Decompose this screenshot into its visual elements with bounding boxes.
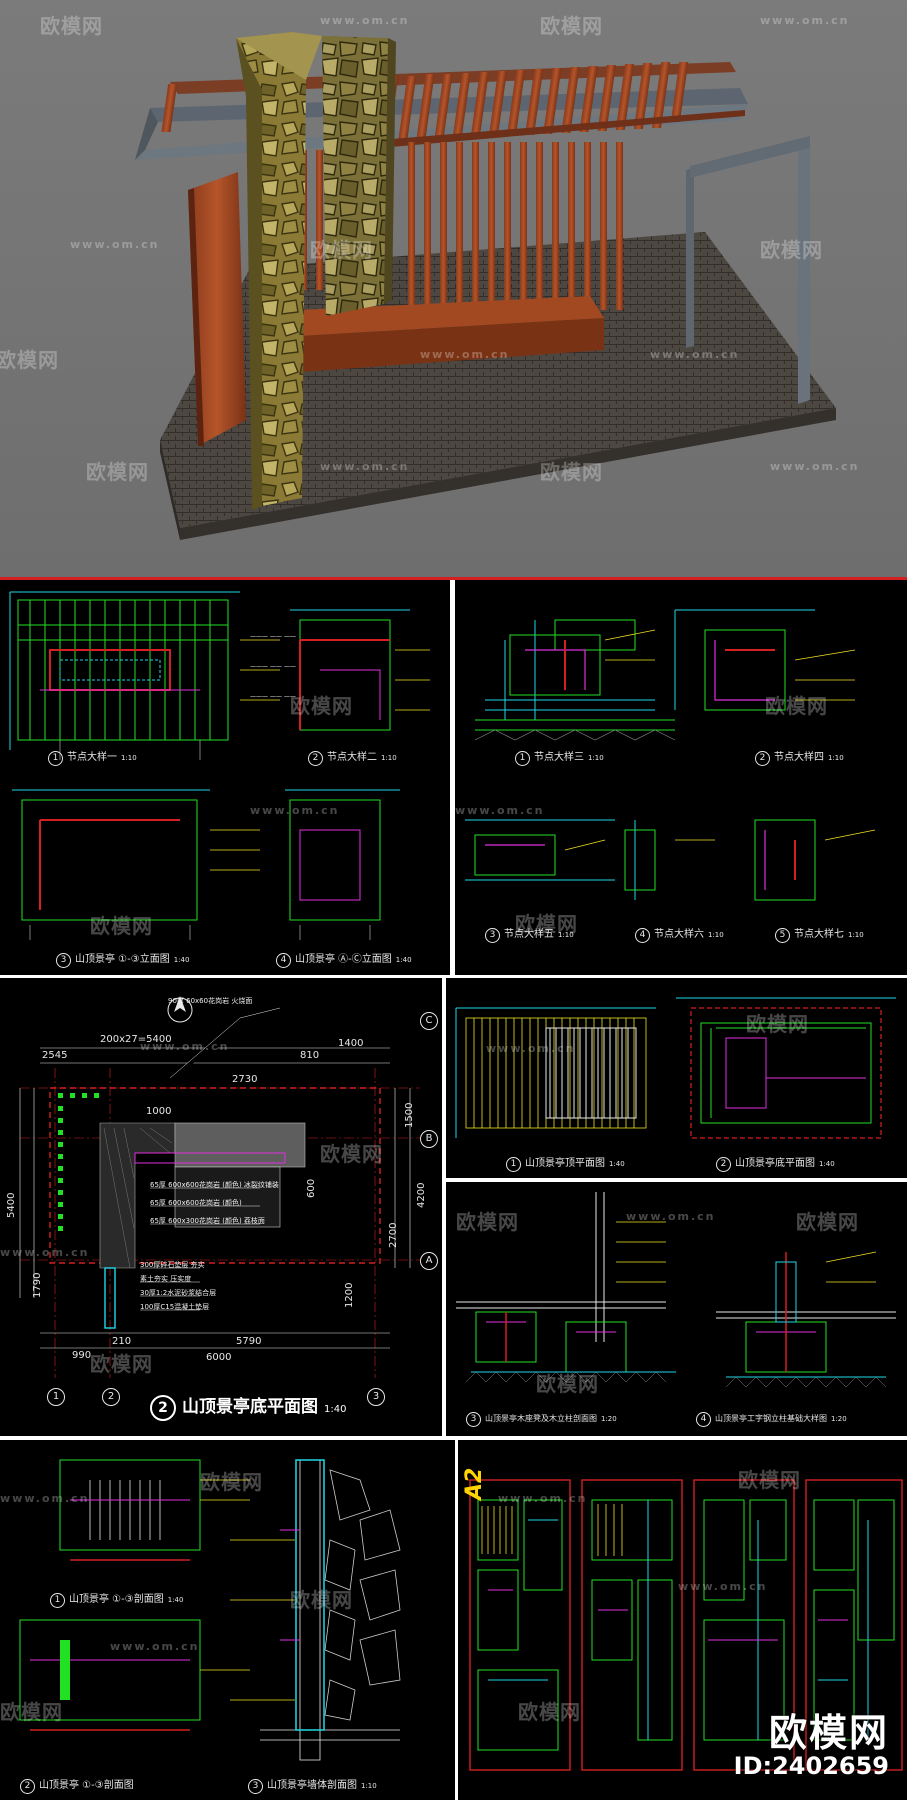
dim-top-e: 1000 xyxy=(146,1106,172,1117)
grid-bubble-3: 3 xyxy=(367,1388,385,1406)
dim-right-b: 4200 xyxy=(416,1182,427,1208)
timber-bench-top xyxy=(300,296,604,336)
plan-note-1: 90厚 60x60花岗岩 火烧面 xyxy=(168,997,253,1005)
dim-bottom-d: 1200 xyxy=(344,1282,355,1308)
render-canvas xyxy=(135,32,836,540)
timber-vertical-slats xyxy=(300,142,623,310)
pavilion-3d-render: 欧模网 www.om.cn 欧模网 www.om.cn www.om.cn 欧模… xyxy=(0,0,907,577)
steel-column-right xyxy=(798,136,810,404)
dim-mid-b: 600 xyxy=(306,1178,317,1198)
timber-bench-front xyxy=(300,318,604,372)
grid-bubble-1: 1 xyxy=(47,1388,65,1406)
dim-mid-a: 1790 xyxy=(32,1272,43,1298)
divider xyxy=(446,1178,907,1182)
brand-model-id: ID:2402659 xyxy=(733,1752,889,1780)
dim-bottom-e: 6000 xyxy=(206,1352,232,1363)
plan-note-7: 30厚1:2水泥砂浆结合层 xyxy=(140,1289,217,1297)
plan-note-3: 65厚 600x600花岗岩 (颜色) xyxy=(150,1199,242,1207)
paving-slab-edge xyxy=(180,408,836,540)
dim-bottom-a: 990 xyxy=(72,1350,92,1361)
dim-right-a: 1500 xyxy=(404,1102,415,1128)
plan-note-8: 100厚C15混凝土垫层 xyxy=(140,1303,210,1311)
dim-right-c: 2700 xyxy=(388,1222,399,1248)
dim-top-c: 1400 xyxy=(338,1038,364,1049)
divider xyxy=(0,975,907,978)
floor-plan-sheet: 200x27=5400 2545 810 1400 2730 1000 1500… xyxy=(0,978,442,1436)
dim-top-a: 2545 xyxy=(42,1050,68,1061)
sheet-divider xyxy=(0,577,907,580)
timber-wall-left xyxy=(188,172,246,446)
svg-text:——— —— ——: ——— —— —— xyxy=(250,693,296,700)
timber-roof-slats xyxy=(161,62,745,148)
grid-bubble-c: C xyxy=(420,1012,438,1030)
grid-bubble-a: A xyxy=(420,1252,438,1270)
dim-bottom-c: 5790 xyxy=(236,1336,262,1347)
brand-logo-text: 欧模网 xyxy=(768,1711,889,1755)
divider xyxy=(455,1440,458,1800)
dim-left-total: 5400 xyxy=(6,1192,17,1218)
dim-top-b: 810 xyxy=(300,1050,320,1061)
stone-wall-rear xyxy=(322,36,388,316)
svg-text:——— —— ——: ——— —— —— xyxy=(250,663,296,670)
grid-bubble-2: 2 xyxy=(102,1388,120,1406)
plan-note-4: 65厚 600x300花岗岩 (颜色) 荔枝面 xyxy=(150,1217,265,1225)
stone-wall-front xyxy=(236,32,306,506)
plan-note-2: 65厚 600x600花岗岩 (颜色) 冰裂纹铺装 xyxy=(150,1181,279,1189)
dim-bottom-b: 210 xyxy=(112,1336,132,1347)
sheet-code: A2 xyxy=(462,1467,487,1500)
plan-note-6: 素土夯实 压实度 xyxy=(140,1275,192,1283)
plan-note-5: 300厚碎石垫层 夯实 xyxy=(140,1261,205,1269)
divider xyxy=(442,978,446,1440)
dim-top-d: 2730 xyxy=(232,1074,258,1085)
divider xyxy=(450,580,455,975)
divider xyxy=(0,1436,907,1440)
grid-bubble-b: B xyxy=(420,1130,438,1148)
dim-top-total: 200x27=5400 xyxy=(100,1034,172,1045)
svg-text:——— —— ——: ——— —— —— xyxy=(250,633,296,640)
